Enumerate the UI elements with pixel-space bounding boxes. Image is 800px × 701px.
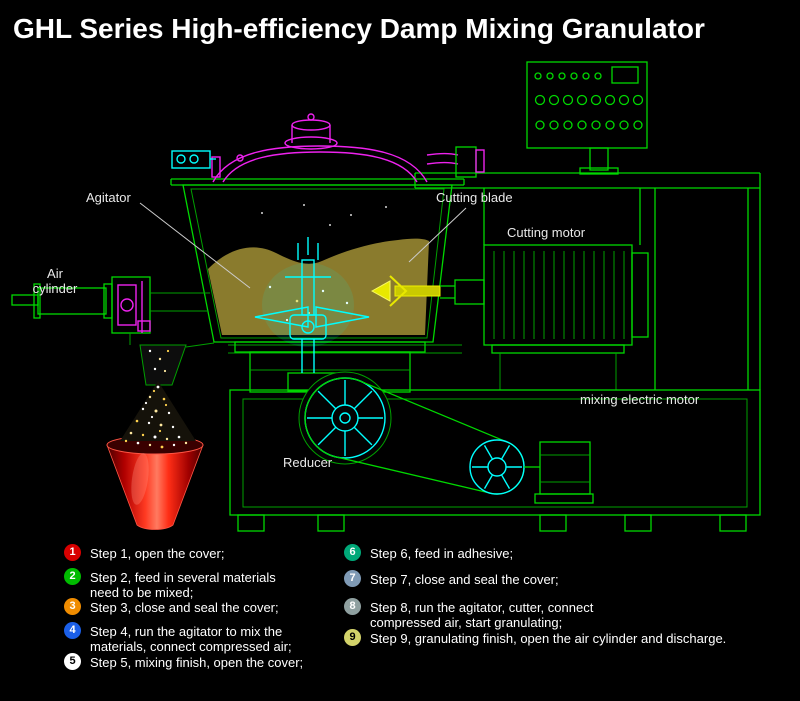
machine-drawing: [11, 61, 761, 532]
reducer-wheel: [298, 371, 392, 465]
control-panel: [526, 61, 648, 175]
step-badge-8: 8: [344, 598, 361, 615]
step-item-3: 3 Step 3, close and seal the cover;: [64, 598, 344, 615]
lid-accessory: [171, 150, 216, 169]
label-air-cylinder: Air cylinder: [32, 266, 78, 296]
step-item-1: 1 Step 1, open the cover;: [64, 544, 344, 561]
step-badge-5: 5: [64, 653, 81, 670]
step-item-7: 7 Step 7, close and seal the cover;: [344, 570, 774, 587]
mixing-motor-body: [524, 441, 594, 504]
step-badge-4: 4: [64, 622, 81, 639]
label-agitator: Agitator: [86, 190, 131, 205]
step-text-3: Step 3, close and seal the cover;: [90, 600, 279, 615]
step-badge-2: 2: [64, 568, 81, 585]
step-item-8: 8 Step 8, run the agitator, cutter, conn…: [344, 598, 774, 630]
step-badge-1: 1: [64, 544, 81, 561]
vessel-cover: [211, 145, 485, 183]
step-item-9: 9 Step 9, granulating finish, open the a…: [344, 629, 774, 646]
label-cutting-motor: Cutting motor: [507, 225, 586, 240]
granulator-diagram: Agitator Cutting blade Cutting motor Air…: [0, 55, 800, 535]
machine-frame: [228, 172, 761, 390]
base-housing: [229, 389, 761, 516]
label-reducer: Reducer: [283, 455, 333, 470]
step-text-8: Step 8, run the agitator, cutter, connec…: [370, 600, 594, 630]
step-item-5: 5 Step 5, mixing finish, open the cover;: [64, 653, 344, 670]
machine-feet: [237, 514, 747, 532]
step-text-4: Step 4, run the agitator to mix the mate…: [90, 624, 292, 654]
cutting-motor-body: [440, 244, 649, 390]
agitator-impeller: [254, 237, 370, 373]
step-text-7: Step 7, close and seal the cover;: [370, 572, 559, 587]
step-text-9: Step 9, granulating finish, open the air…: [370, 631, 727, 646]
pointer-lines: [139, 202, 467, 289]
step-badge-9: 9: [344, 629, 361, 646]
step-badge-7: 7: [344, 570, 361, 587]
discharge-cone: [106, 435, 204, 530]
step-item-6: 6 Step 6, feed in adhesive;: [344, 544, 774, 561]
step-text-5: Step 5, mixing finish, open the cover;: [90, 655, 304, 670]
step-item-4: 4 Step 4, run the agitator to mix the ma…: [64, 622, 344, 654]
step-item-2: 2 Step 2, feed in several materials need…: [64, 568, 344, 600]
material-fill: [208, 204, 429, 335]
step-text-1: Step 1, open the cover;: [90, 546, 225, 561]
label-mixing-motor: mixing electric motor: [580, 392, 700, 407]
motor-pulley: [469, 439, 525, 495]
label-cutting-blade: Cutting blade: [436, 190, 513, 205]
air-cylinder-part: [11, 276, 210, 345]
step-text-6: Step 6, feed in adhesive;: [370, 546, 514, 561]
granule-stream: [120, 349, 196, 449]
step-badge-3: 3: [64, 598, 81, 615]
step-badge-6: 6: [344, 544, 361, 561]
page-title: GHL Series High-efficiency Damp Mixing G…: [13, 13, 705, 44]
discharge-chute: [139, 342, 215, 386]
step-text-2: Step 2, feed in several materials need t…: [90, 570, 276, 600]
feed-cap: [284, 113, 338, 150]
cutting-blade-part: [370, 275, 441, 307]
